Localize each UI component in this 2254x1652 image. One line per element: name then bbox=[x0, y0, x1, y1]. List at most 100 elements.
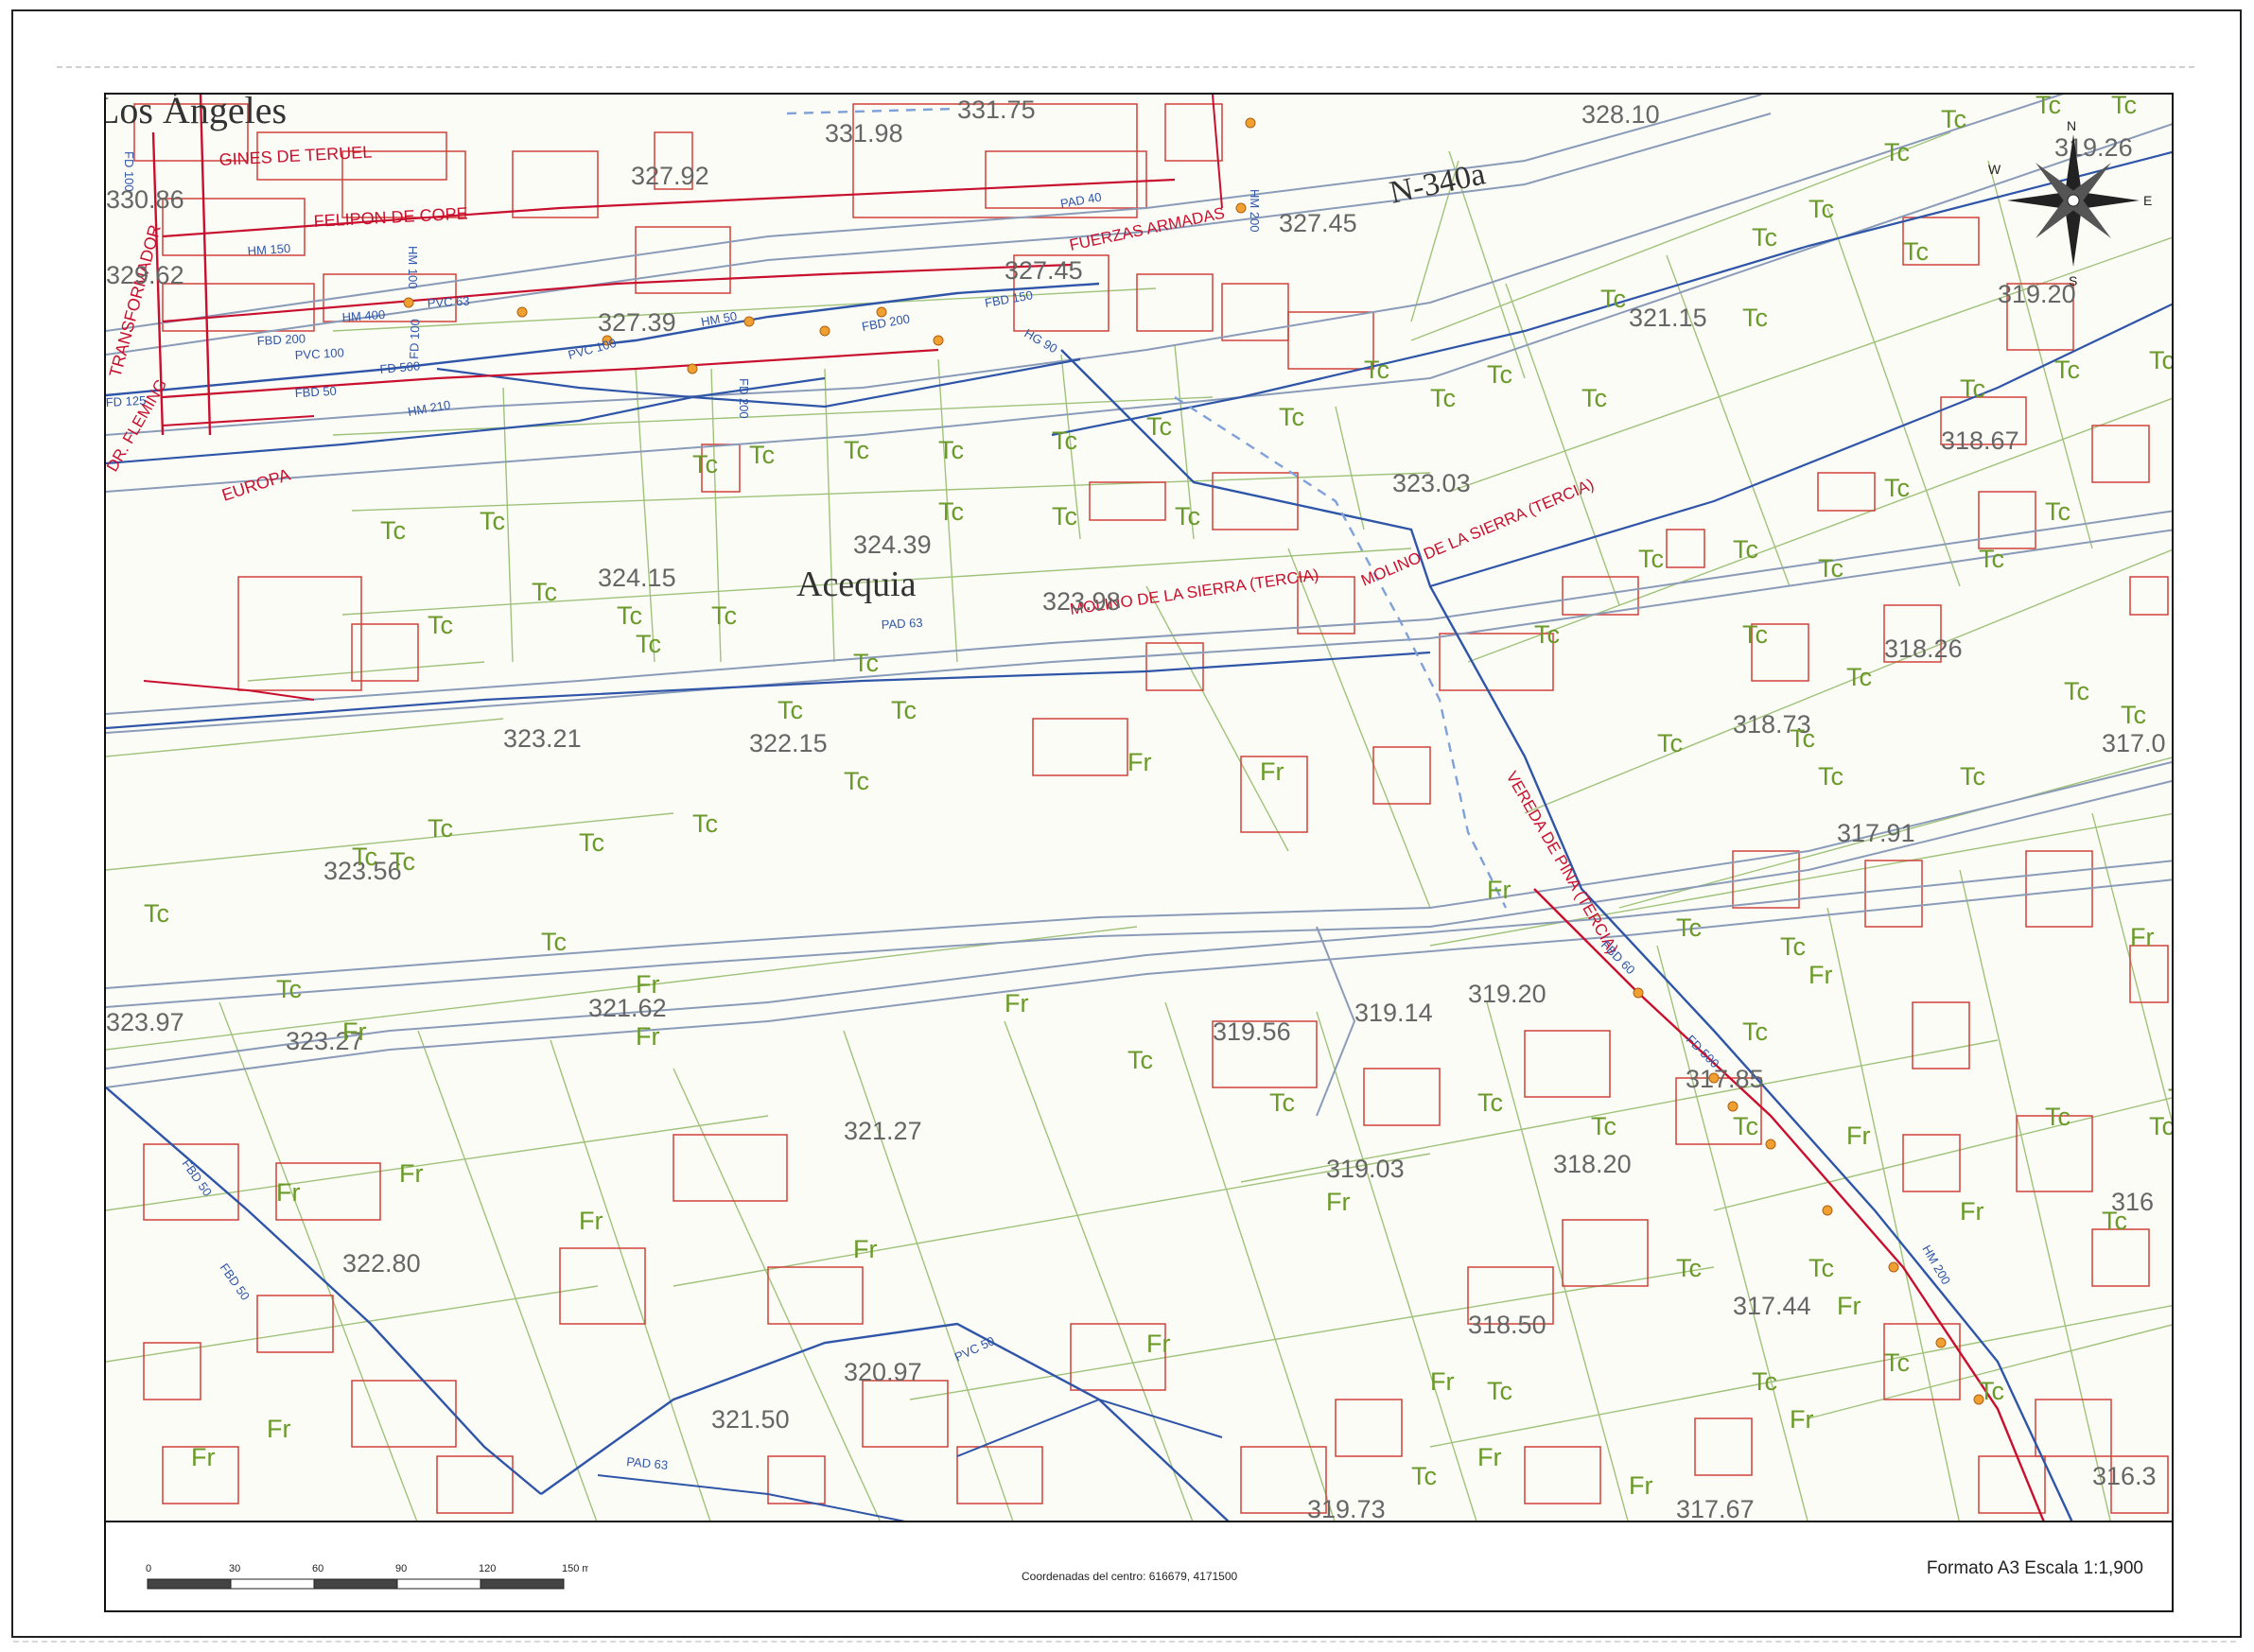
land-use-label: Tc bbox=[1752, 1367, 1777, 1396]
land-use-label: Tc bbox=[1808, 195, 1834, 223]
land-use-label: Fr bbox=[276, 1178, 300, 1207]
land-use-label: Fr bbox=[1430, 1367, 1454, 1396]
elevation-label: 324.39 bbox=[853, 530, 932, 559]
elevation-label: 320.97 bbox=[844, 1358, 922, 1386]
land-use-label: Tc bbox=[1600, 285, 1626, 313]
pipe-label: FBD 50 bbox=[218, 1261, 253, 1303]
land-use-label: Tc bbox=[1269, 1088, 1295, 1117]
road-lines bbox=[106, 95, 2172, 1117]
land-use-label: Tc bbox=[1052, 502, 1077, 530]
land-use-label: Tc bbox=[1487, 360, 1512, 389]
land-use-label: Tc bbox=[1175, 502, 1200, 530]
land-use-label: Tc bbox=[1581, 384, 1607, 412]
valve-icon bbox=[743, 316, 755, 327]
valve-icon bbox=[1727, 1101, 1739, 1112]
land-use-label: Tc bbox=[579, 828, 604, 857]
land-use-label: Tc bbox=[2036, 95, 2061, 119]
land-use-label: Tc bbox=[1979, 1377, 2004, 1405]
elevation-label: 318.67 bbox=[1941, 426, 2019, 455]
scale-tick-label: 0 bbox=[146, 1563, 151, 1574]
land-use-label: Tc bbox=[636, 630, 661, 658]
land-use-label: Tc bbox=[1960, 762, 1985, 791]
land-use-label: Fr bbox=[342, 1017, 366, 1046]
elevation-label: 319.14 bbox=[1354, 999, 1433, 1027]
land-use-label: Fr bbox=[1960, 1197, 1983, 1226]
land-use-label: Tc bbox=[1742, 1017, 1768, 1046]
land-use-label: Tc bbox=[1780, 932, 1806, 961]
land-use-label: Tc bbox=[2064, 677, 2089, 705]
land-use-label: Tc bbox=[1941, 105, 1966, 133]
land-use-label: Tc bbox=[1733, 535, 1758, 564]
valve-icon bbox=[1822, 1205, 1833, 1216]
scale-segment bbox=[396, 1578, 481, 1590]
pipe-label: FD 125 bbox=[106, 393, 147, 409]
road-label: N-340a bbox=[1387, 156, 1488, 210]
land-use-label: Fr bbox=[1477, 1443, 1501, 1471]
pipe-label: FD 200 bbox=[737, 378, 751, 419]
pipe-label: HM 150 bbox=[247, 241, 290, 258]
elevation-label: 319.20 bbox=[1468, 980, 1546, 1008]
elevation-label: 319.56 bbox=[1213, 1017, 1291, 1046]
land-use-label: Tc bbox=[1960, 374, 1985, 403]
land-use-label: Fr bbox=[1326, 1188, 1350, 1216]
scale-segment bbox=[230, 1578, 315, 1590]
elevation-label: 318.20 bbox=[1553, 1150, 1632, 1178]
street-label: VEREDA DE PINA (TERCIA) bbox=[1503, 769, 1622, 957]
land-use-label: Tc bbox=[541, 928, 567, 956]
center-coordinates: Coordenadas del centro: 616679, 4171500 bbox=[1022, 1570, 1238, 1583]
land-use-label: Tc bbox=[1884, 474, 1910, 502]
land-use-label: Tc bbox=[1676, 1254, 1702, 1282]
town-label: Los Ángeles bbox=[106, 95, 287, 131]
land-use-label: Fr bbox=[1487, 876, 1511, 904]
land-use-label: Tc bbox=[844, 767, 869, 795]
elevation-label: 327.39 bbox=[598, 308, 676, 337]
land-use-label: Tc bbox=[778, 696, 803, 724]
pipe-label: HM 200 bbox=[1248, 189, 1262, 233]
land-use-label: Tc bbox=[1430, 384, 1456, 412]
scale-tick-label: 30 bbox=[229, 1563, 240, 1574]
land-use-label: Tc bbox=[692, 450, 718, 478]
valve-icon bbox=[1235, 202, 1247, 214]
valve-icon bbox=[1708, 1072, 1720, 1084]
land-use-label: Fr bbox=[1808, 961, 1832, 989]
elevation-label: 317.91 bbox=[1837, 819, 1915, 847]
elevation-label: 327.45 bbox=[1005, 256, 1083, 285]
elevation-label: 324.15 bbox=[598, 564, 676, 592]
land-use-label: Tc bbox=[380, 516, 406, 545]
land-use-label: Tc bbox=[938, 436, 964, 464]
valve-icon bbox=[1973, 1394, 1984, 1405]
land-use-label: Tc bbox=[1676, 913, 1702, 942]
land-use-label: Tc bbox=[1477, 1088, 1503, 1117]
pipe-network bbox=[106, 95, 2172, 1521]
land-use-label: Fr bbox=[1146, 1330, 1170, 1358]
compass-w: W bbox=[1988, 162, 2001, 177]
elevation-label: 321.15 bbox=[1629, 304, 1707, 332]
pipe-label: FBD 200 bbox=[861, 311, 911, 334]
land-use-label: Tc bbox=[2054, 356, 2080, 384]
land-use-label: Tc bbox=[1052, 426, 1077, 455]
land-use-label: Tc bbox=[853, 649, 879, 677]
land-use-label: Tc bbox=[1591, 1112, 1616, 1140]
scale-segment bbox=[147, 1578, 232, 1590]
valve-icon bbox=[819, 325, 830, 337]
land-use-label: Tc bbox=[891, 696, 917, 724]
street-label: TRANSFORMADOR bbox=[106, 223, 165, 380]
valve-icon bbox=[1245, 117, 1256, 129]
valve-icon bbox=[516, 306, 528, 318]
land-use-label: Tc bbox=[2045, 497, 2071, 526]
land-use-label: Tc bbox=[1884, 138, 1910, 166]
elevation-label: 321.50 bbox=[711, 1405, 790, 1434]
land-use-label: Tc bbox=[1884, 1348, 1910, 1377]
pipe-label: HM 50 bbox=[700, 309, 738, 329]
land-use-label: Tc bbox=[1818, 762, 1843, 791]
land-use-label: Tc bbox=[1127, 1046, 1153, 1074]
land-use-label: Tc bbox=[1534, 620, 1560, 649]
land-use-label: Tc bbox=[1364, 356, 1389, 384]
land-use-label: Tc bbox=[1638, 545, 1664, 573]
elevation-label: 331.98 bbox=[825, 119, 903, 148]
land-use-label: Fr bbox=[1790, 1405, 1813, 1434]
